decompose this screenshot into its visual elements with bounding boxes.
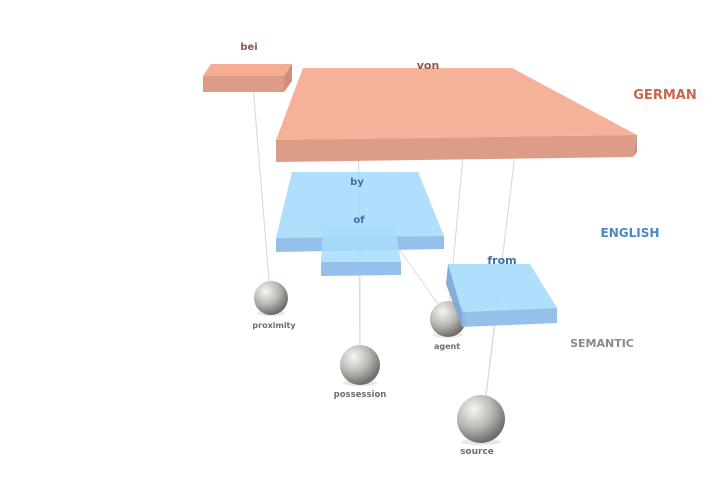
concept-label-agent: agent	[434, 342, 460, 351]
sphere-possession	[340, 345, 380, 385]
concept-nodes	[254, 281, 505, 445]
word-of: of	[353, 215, 365, 226]
word-bei: bei	[240, 42, 257, 53]
sphere-proximity	[254, 281, 288, 315]
layer-label-english: ENGLISH	[601, 226, 660, 240]
word-von: von	[417, 59, 440, 72]
slab-bei	[203, 64, 292, 92]
connector-bei-proximity	[251, 73, 271, 293]
layer-label-semantic: SEMANTIC	[570, 337, 634, 350]
slab-of	[321, 227, 401, 276]
slab-from	[446, 264, 557, 327]
concept-label-possession: possession	[334, 390, 387, 400]
concept-label-proximity: proximity	[252, 321, 296, 330]
word-by: by	[350, 177, 364, 188]
layer-label-german: GERMAN	[633, 88, 696, 103]
sphere-source	[457, 395, 505, 443]
word-from: from	[487, 254, 516, 267]
slab-von	[276, 68, 637, 162]
concept-label-source: source	[460, 447, 494, 457]
